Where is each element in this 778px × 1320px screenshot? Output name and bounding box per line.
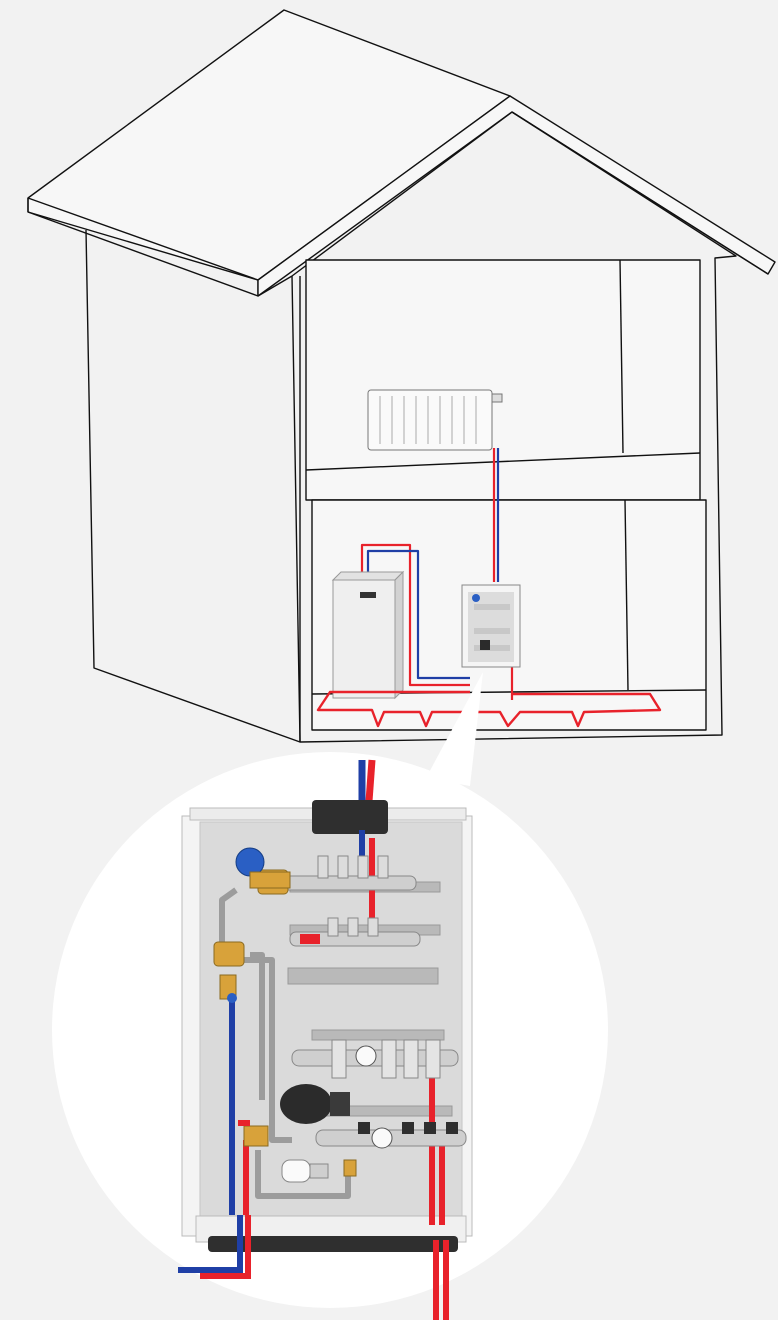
floor-manifold-return (315, 1122, 467, 1149)
thermostatic-head-icon (281, 1159, 357, 1183)
second-manifold (289, 917, 421, 947)
gauge-icon (355, 1045, 377, 1067)
callout-pointer (426, 672, 483, 786)
upper-manifold (235, 847, 417, 895)
floor-manifold-supply (291, 1039, 459, 1079)
bypass-valve (238, 1120, 269, 1147)
circulation-pump-icon (280, 1084, 350, 1124)
boiler-icon (331, 570, 405, 700)
radiator-icon (367, 389, 503, 451)
house-pipes (360, 448, 514, 700)
mixing-valve (213, 941, 245, 1003)
manifold-cabinet-icon (178, 800, 473, 1320)
manifold-cabinet-small-icon (461, 584, 521, 668)
